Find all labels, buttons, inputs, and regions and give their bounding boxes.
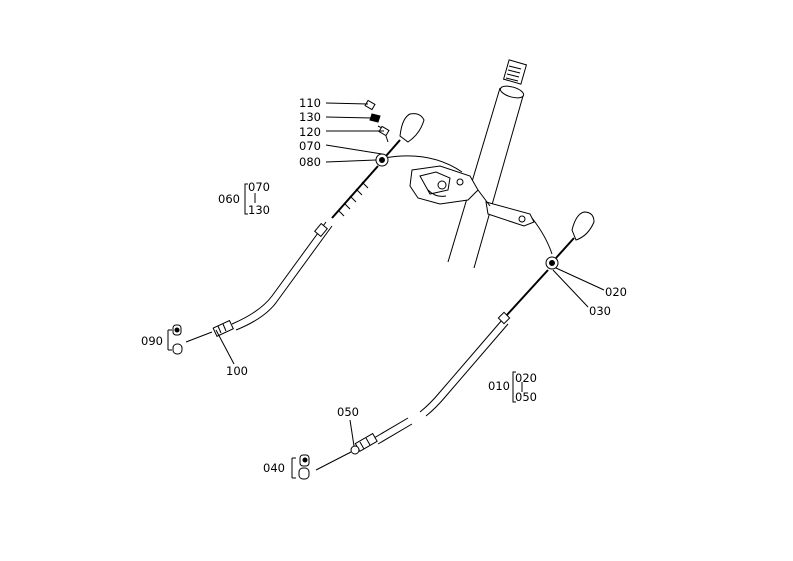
assembly-010-from: 020 xyxy=(515,371,537,385)
label-050: 050 xyxy=(337,405,359,419)
assembly-060-from: 070 xyxy=(248,180,270,194)
assembly-060-label: 060 xyxy=(218,192,240,206)
label-040: 040 xyxy=(263,461,285,475)
label-030: 030 xyxy=(589,304,611,318)
clip-040 xyxy=(291,454,310,480)
label-020: 020 xyxy=(605,285,627,299)
label-100: 100 xyxy=(226,364,248,378)
label-130: 130 xyxy=(299,110,321,124)
leader-lines xyxy=(215,102,605,447)
label-120: 120 xyxy=(299,125,321,139)
label-070: 070 xyxy=(299,139,321,153)
part-labels: 110 130 120 070 080 020 030 090 100 050 … xyxy=(141,96,627,475)
lower-cable-assembly xyxy=(315,211,595,471)
label-080: 080 xyxy=(299,155,321,169)
assembly-010-to: 050 xyxy=(515,390,537,404)
assembly-060-to: 130 xyxy=(248,203,270,217)
steering-column xyxy=(447,59,528,269)
assembly-010-label: 010 xyxy=(488,379,510,393)
upper-cable-assembly xyxy=(185,99,463,343)
clip-090 xyxy=(167,324,183,355)
label-090: 090 xyxy=(141,334,163,348)
assembly-010: 010 020 050 xyxy=(488,371,537,404)
mounting-bracket xyxy=(409,165,535,227)
assembly-060: 060 070 130 xyxy=(218,180,270,217)
label-110: 110 xyxy=(299,96,321,110)
